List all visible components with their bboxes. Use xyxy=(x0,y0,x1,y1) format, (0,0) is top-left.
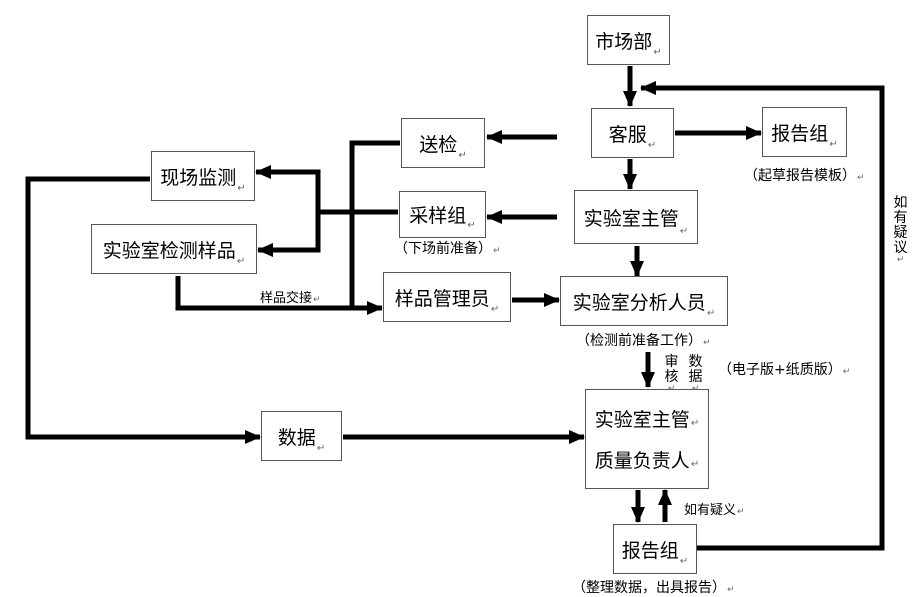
paragraph-mark: ↵ xyxy=(896,255,905,265)
report-group-top-label: 报告组 xyxy=(771,122,829,145)
note-pre-test-prep: （检测前准备工作）↵ xyxy=(576,333,711,349)
sample-manager-label: 样品管理员 xyxy=(394,287,490,310)
lab-supervisor-label: 实验室主管 xyxy=(583,207,679,230)
customer-service-box: 客服↵ xyxy=(591,108,674,158)
report-group-bottom-box: 报告组↵ xyxy=(613,524,697,574)
lab-supervisor-qa-line2: 质量负责人↵ xyxy=(594,450,700,473)
lab-testing-samples-box: 实验室检测样品↵ xyxy=(91,224,257,274)
paragraph-mark: ↵ xyxy=(237,183,246,194)
paragraph-mark: ↵ xyxy=(857,173,865,183)
arrow-onsite-to-data xyxy=(25,176,261,444)
sample-manager-box: 样品管理员↵ xyxy=(383,272,511,322)
note-if-doubt-small: 如有疑义↵ xyxy=(684,503,745,518)
sampling-group-box: 采样组↵ xyxy=(399,191,486,238)
paragraph-mark: ↵ xyxy=(703,338,711,348)
sampling-group-label: 采样组 xyxy=(409,205,467,227)
market-dept-box: 市场部↵ xyxy=(587,15,670,65)
arrow-report-feedback xyxy=(640,81,885,551)
lab-supervisor-box: 实验室主管↵ xyxy=(574,190,698,244)
data-label: 数据 xyxy=(277,426,316,449)
report-group-top-box: 报告组↵ xyxy=(762,107,847,157)
paragraph-mark: ↵ xyxy=(493,246,501,256)
arrow-to-onsite xyxy=(255,165,321,212)
paragraph-mark: ↵ xyxy=(690,459,700,471)
note-draft-template: （起草报告模板）↵ xyxy=(744,168,865,184)
note-sample-handover: 样品交接↵ xyxy=(260,291,321,306)
lab-analyst-label: 实验室分析人员 xyxy=(572,291,706,314)
lab-supervisor-qa-box: 实验室主管↵ 质量负责人↵ xyxy=(585,389,709,489)
note-audit-vertical: 审核↵ xyxy=(664,354,679,394)
market-dept-label: 市场部 xyxy=(595,30,653,53)
data-box: 数据↵ xyxy=(261,411,342,461)
paragraph-mark: ↵ xyxy=(467,220,476,231)
note-version: （电子版+纸质版）↵ xyxy=(718,362,851,378)
arrow-to-lab-testing xyxy=(257,212,321,257)
onsite-monitoring-box: 现场监测↵ xyxy=(151,151,255,201)
paragraph-mark: ↵ xyxy=(647,140,657,151)
send-inspection-box: 送检↵ xyxy=(401,118,485,168)
report-group-bottom-label: 报告组 xyxy=(621,539,679,562)
note-data-vertical: 数据↵ xyxy=(688,354,703,394)
paragraph-mark: ↵ xyxy=(313,295,321,305)
paragraph-mark: ↵ xyxy=(727,585,735,595)
onsite-monitoring-label: 现场监测 xyxy=(160,166,237,189)
lab-testing-samples-label: 实验室检测样品 xyxy=(102,239,236,262)
paragraph-mark: ↵ xyxy=(316,443,326,454)
paragraph-mark: ↵ xyxy=(690,417,700,429)
customer-service-label: 客服 xyxy=(608,123,647,146)
paragraph-mark: ↵ xyxy=(236,256,246,267)
paragraph-mark: ↵ xyxy=(737,507,745,517)
paragraph-mark: ↵ xyxy=(829,139,838,150)
note-field-prep: （下场前准备）↵ xyxy=(394,241,501,257)
paragraph-mark: ↵ xyxy=(842,367,851,377)
lab-analyst-box: 实验室分析人员↵ xyxy=(560,276,728,326)
note-if-doubt-vertical: 如有疑议↵ xyxy=(893,195,908,265)
paragraph-mark: ↵ xyxy=(706,308,716,319)
paragraph-mark: ↵ xyxy=(458,150,467,161)
note-compile-report: （整理数据，出具报告）↵ xyxy=(572,580,735,596)
paragraph-mark: ↵ xyxy=(653,47,662,58)
paragraph-mark: ↵ xyxy=(490,304,500,315)
paragraph-mark: ↵ xyxy=(691,384,700,394)
paragraph-mark: ↵ xyxy=(679,226,689,237)
lab-supervisor-qa-line1: 实验室主管↵ xyxy=(594,408,700,431)
paragraph-mark: ↵ xyxy=(667,384,676,394)
send-inspection-label: 送检 xyxy=(419,133,458,156)
paragraph-mark: ↵ xyxy=(679,556,689,567)
